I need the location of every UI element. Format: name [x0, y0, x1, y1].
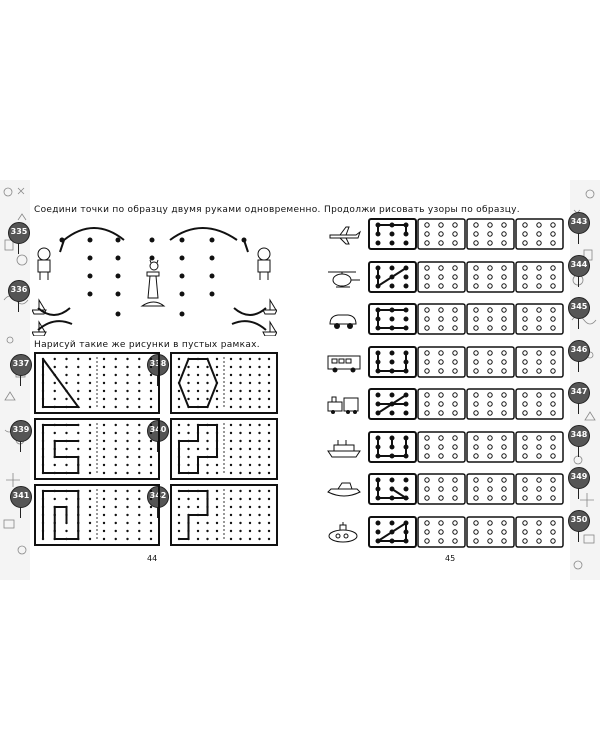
copy-frame-337[interactable] — [34, 352, 160, 414]
task-number-336: 336 — [8, 280, 30, 312]
train-icon — [326, 393, 362, 417]
pattern-strip[interactable] — [368, 345, 564, 378]
task-number-347: 347 — [568, 382, 590, 414]
instruction-connect-dots: Соедини точки по образцу двумя руками од… — [34, 205, 321, 215]
task-number-337: 337 — [10, 354, 32, 386]
task-number-335: 335 — [8, 222, 30, 254]
pattern-strip[interactable] — [368, 430, 564, 463]
submarine-icon — [326, 521, 362, 545]
two-hand-dot-exercise — [32, 227, 277, 336]
task-number-341: 341 — [10, 486, 32, 518]
task-number-346: 346 — [568, 339, 590, 372]
task-number-349: 349 — [568, 467, 590, 499]
copy-frame-342[interactable] — [170, 484, 278, 546]
page-number-left: 44 — [147, 554, 158, 563]
pattern-strip[interactable] — [368, 388, 564, 420]
helicopter-icon — [326, 266, 362, 290]
task-number-339: 339 — [10, 420, 32, 452]
pattern-strip[interactable] — [368, 473, 564, 505]
car-icon — [326, 308, 362, 332]
instruction-continue-patterns: Продолжи рисовать узоры по образцу. — [324, 205, 520, 215]
task-number-350: 350 — [568, 509, 590, 542]
task-number-344: 344 — [568, 254, 590, 287]
task-number-343: 343 — [568, 212, 590, 244]
bus-icon — [326, 351, 362, 375]
copy-frame-339[interactable] — [34, 418, 160, 480]
instruction-copy-drawings: Нарисуй такие же рисунки в пустых рамках… — [34, 340, 260, 350]
airplane-icon — [326, 223, 362, 247]
page-number-right: 45 — [445, 554, 456, 563]
pattern-strip[interactable] — [368, 218, 564, 250]
boat-icon — [326, 478, 362, 502]
pattern-strip[interactable] — [368, 260, 564, 293]
ship-icon — [326, 436, 362, 460]
task-number-345: 345 — [568, 297, 590, 329]
pattern-strip[interactable] — [368, 515, 564, 548]
book-spread: Соедини точки по образцу двумя руками од… — [0, 180, 600, 580]
task-number-348: 348 — [568, 424, 590, 457]
copy-frame-340[interactable] — [170, 418, 278, 480]
copy-frame-341[interactable] — [34, 484, 160, 546]
pattern-strip[interactable] — [368, 303, 564, 335]
copy-frame-338[interactable] — [170, 352, 278, 414]
